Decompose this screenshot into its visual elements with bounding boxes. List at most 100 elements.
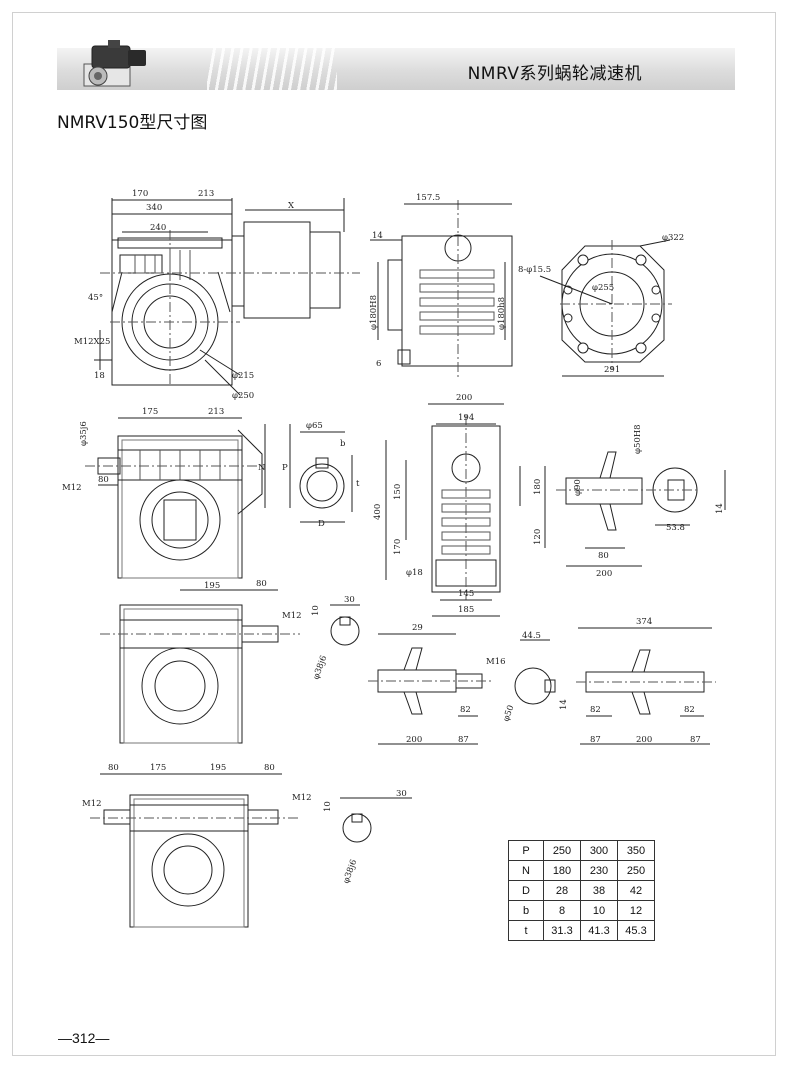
- dim-180: 180: [533, 479, 543, 495]
- dim-phi90: φ90: [573, 479, 583, 496]
- dim-200b: 200: [596, 569, 612, 579]
- dim-82c: 82: [684, 705, 695, 715]
- header-band: [57, 48, 735, 90]
- dim-213: 213: [198, 189, 214, 199]
- dim-213b: 213: [208, 407, 224, 417]
- spec-table: P 250 300 350 N 180 230 250 D 28 38 42 b…: [508, 840, 655, 941]
- table-cell: 350: [617, 840, 655, 861]
- dim-8-phi15-5: 8-φ15.5: [518, 265, 551, 275]
- header-stripes: [207, 48, 337, 90]
- dim-d: D: [318, 519, 325, 529]
- dim-145: 145: [458, 589, 474, 599]
- dim-185: 185: [458, 605, 474, 615]
- dim-14: 14: [372, 231, 383, 241]
- section-title: NMRV150型尺寸图: [57, 113, 208, 133]
- input-view: [85, 417, 291, 579]
- dim-18: 18: [94, 371, 105, 381]
- dim-87b: 87: [590, 735, 601, 745]
- double-shaft-view: [100, 589, 300, 744]
- dim-m16: M16: [486, 657, 506, 667]
- dim-44-5: 44.5: [522, 631, 541, 641]
- housing-front: [385, 403, 546, 617]
- table-cell: 250: [543, 840, 581, 861]
- dim-p: P: [282, 463, 288, 473]
- dim-phi65: φ65: [306, 421, 323, 431]
- table-cell: 300: [580, 840, 618, 861]
- table-cell: 42: [617, 880, 655, 901]
- table-cell: 38: [580, 880, 618, 901]
- dim-194: 194: [458, 413, 474, 423]
- table-cell: 180: [543, 860, 581, 881]
- table-row: b 8 10 12: [508, 900, 655, 921]
- dim-340: 340: [146, 203, 162, 213]
- dim-170b: 170: [393, 539, 403, 555]
- key-section: [299, 431, 353, 523]
- table-row: N 180 230 250: [508, 860, 655, 881]
- side-view: [370, 200, 513, 380]
- dim-10b: 10: [323, 801, 333, 812]
- dim-82a: 82: [460, 705, 471, 715]
- dim-80b: 80: [598, 551, 609, 561]
- dim-170: 170: [132, 189, 148, 199]
- dim-phi322: φ322: [662, 233, 684, 243]
- dim-80c: 80: [256, 579, 267, 589]
- dim-6: 6: [376, 359, 381, 369]
- dim-m12b: M12: [282, 611, 302, 621]
- table-row-label: b: [508, 900, 544, 921]
- table-cell: 31.3: [543, 920, 581, 941]
- table-row-label: N: [508, 860, 544, 881]
- output-shaft: [556, 451, 726, 567]
- table-row: P 250 300 350: [508, 840, 655, 861]
- dim-200c: 200: [406, 735, 422, 745]
- dim-240: 240: [150, 223, 166, 233]
- dim-87a: 87: [458, 735, 469, 745]
- long-shaft: [576, 627, 716, 745]
- table-cell: 10: [580, 900, 618, 921]
- dim-t: t: [356, 479, 360, 489]
- dim-phi38j6b: φ38j6: [341, 858, 359, 885]
- dim-175b: 175: [150, 763, 166, 773]
- dimension-labels: 170 213 340 240 X 45° M12X25 18 φ215 φ25…: [62, 189, 725, 885]
- dim-phi50H8: φ50H8: [633, 424, 643, 454]
- dim-195a: 195: [204, 581, 220, 591]
- dim-157-5: 157.5: [416, 193, 440, 203]
- table-row-label: t: [508, 920, 544, 941]
- table-cell: 45.3: [617, 920, 655, 941]
- dim-30b: 30: [396, 789, 407, 799]
- dim-m12a: M12: [62, 483, 82, 493]
- table-row-label: D: [508, 880, 544, 901]
- top-view: [94, 198, 360, 396]
- bottom-view: [90, 773, 300, 928]
- dim-195b: 195: [210, 763, 226, 773]
- dim-400: 400: [373, 504, 383, 520]
- dim-200d: 200: [636, 735, 652, 745]
- dim-82b: 82: [590, 705, 601, 715]
- dim-phi250: φ250: [232, 391, 254, 401]
- header-title: NMRV系列蜗轮减速机: [467, 64, 642, 84]
- flange-view: [539, 239, 672, 377]
- dim-29: 29: [412, 623, 423, 633]
- table-cell: 12: [617, 900, 655, 921]
- dim-phi38j6a: φ38j6: [311, 654, 329, 681]
- dim-80e: 80: [264, 763, 275, 773]
- dim-phi255: φ255: [592, 283, 614, 293]
- hollow-shaft: [368, 633, 492, 745]
- dim-b: b: [340, 439, 346, 449]
- table-row-label: P: [508, 840, 544, 861]
- dim-14c: 14: [559, 699, 569, 710]
- page-frame: [12, 12, 776, 1056]
- table-cell: 230: [580, 860, 618, 881]
- page-number: —312—: [58, 1030, 110, 1046]
- worm-gear-motor-icon: [83, 40, 146, 87]
- dim-phi35j6: φ35j6: [79, 421, 89, 446]
- dim-14b: 14: [715, 503, 725, 514]
- dim-120: 120: [533, 529, 543, 545]
- dim-374: 374: [636, 617, 652, 627]
- shaft-key-3: [340, 797, 412, 843]
- dim-phi215: φ215: [232, 371, 254, 381]
- dim-x: X: [288, 201, 295, 211]
- dim-m12d: M12: [292, 793, 312, 803]
- table-cell: 8: [543, 900, 581, 921]
- dim-80a: 80: [98, 475, 109, 485]
